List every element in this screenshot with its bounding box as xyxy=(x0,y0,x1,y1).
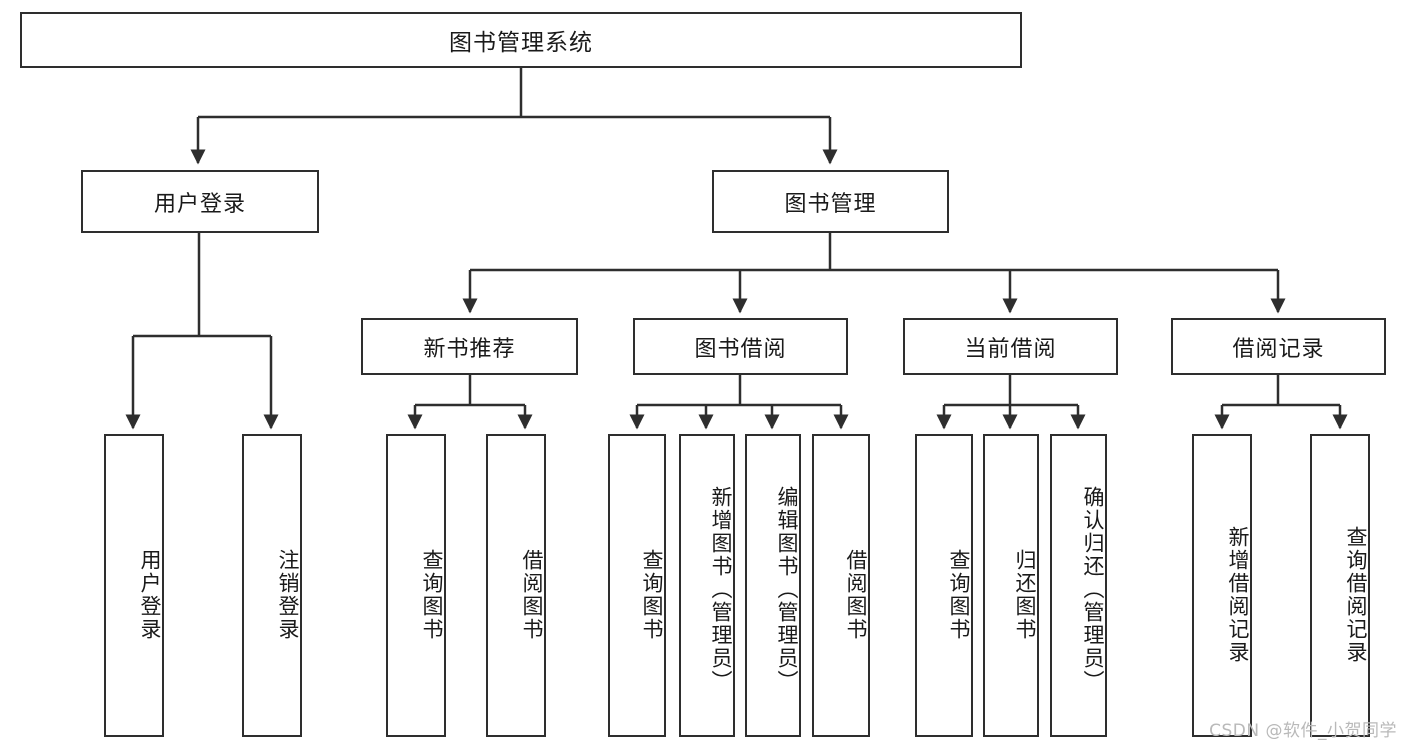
node-current-borrow-label: 当前借阅 xyxy=(964,336,1057,362)
leaf-user-login[interactable]: 用户登录 xyxy=(104,434,164,737)
node-borrow-record-label: 借阅记录 xyxy=(1232,336,1325,362)
leaf-bb-borrow-book[interactable]: 借阅图书 xyxy=(812,434,870,737)
leaf-br-add-record-label: 新增借阅记录 xyxy=(1226,525,1250,664)
leaf-bb-borrow-book-label: 借阅图书 xyxy=(844,548,868,641)
watermark: CSDN @软件_小贺同学 xyxy=(1209,721,1397,741)
node-root[interactable]: 图书管理系统 xyxy=(20,12,1022,68)
leaf-cb-confirm-return-admin-label: 确认归还（管理员） xyxy=(1081,486,1105,693)
node-user-login-label: 用户登录 xyxy=(153,191,246,217)
node-borrow-record[interactable]: 借阅记录 xyxy=(1171,318,1386,375)
node-book-management[interactable]: 图书管理 xyxy=(712,170,949,233)
node-book-borrow[interactable]: 图书借阅 xyxy=(633,318,848,375)
node-new-book-recommend[interactable]: 新书推荐 xyxy=(361,318,578,375)
node-user-login[interactable]: 用户登录 xyxy=(81,170,319,233)
leaf-bb-edit-book-admin-label: 编辑图书（管理员） xyxy=(775,486,799,693)
node-book-management-label: 图书管理 xyxy=(784,191,877,217)
leaf-bb-add-book-admin[interactable]: 新增图书（管理员） xyxy=(679,434,735,737)
node-book-borrow-label: 图书借阅 xyxy=(694,336,787,362)
leaf-logout-label: 注销登录 xyxy=(276,548,300,641)
leaf-logout[interactable]: 注销登录 xyxy=(242,434,302,737)
leaf-br-query-record[interactable]: 查询借阅记录 xyxy=(1310,434,1370,737)
leaf-bb-query-book-label: 查询图书 xyxy=(640,548,664,641)
leaf-br-query-record-label: 查询借阅记录 xyxy=(1344,525,1368,664)
leaf-br-add-record[interactable]: 新增借阅记录 xyxy=(1192,434,1252,737)
leaf-nb-borrow-book[interactable]: 借阅图书 xyxy=(486,434,546,737)
leaf-bb-query-book[interactable]: 查询图书 xyxy=(608,434,666,737)
leaf-nb-query-book-label: 查询图书 xyxy=(420,548,444,641)
leaf-cb-return-book[interactable]: 归还图书 xyxy=(983,434,1039,737)
leaf-cb-confirm-return-admin[interactable]: 确认归还（管理员） xyxy=(1050,434,1107,737)
leaf-cb-query-book-label: 查询图书 xyxy=(947,548,971,641)
leaf-bb-add-book-admin-label: 新增图书（管理员） xyxy=(709,486,733,693)
leaf-user-login-label: 用户登录 xyxy=(138,548,162,641)
node-new-book-recommend-label: 新书推荐 xyxy=(423,336,516,362)
leaf-cb-return-book-label: 归还图书 xyxy=(1013,548,1037,641)
leaf-nb-query-book[interactable]: 查询图书 xyxy=(386,434,446,737)
leaf-bb-edit-book-admin[interactable]: 编辑图书（管理员） xyxy=(745,434,801,737)
node-current-borrow[interactable]: 当前借阅 xyxy=(903,318,1118,375)
leaf-cb-query-book[interactable]: 查询图书 xyxy=(915,434,973,737)
node-root-label: 图书管理系统 xyxy=(449,30,593,56)
leaf-nb-borrow-book-label: 借阅图书 xyxy=(520,548,544,641)
